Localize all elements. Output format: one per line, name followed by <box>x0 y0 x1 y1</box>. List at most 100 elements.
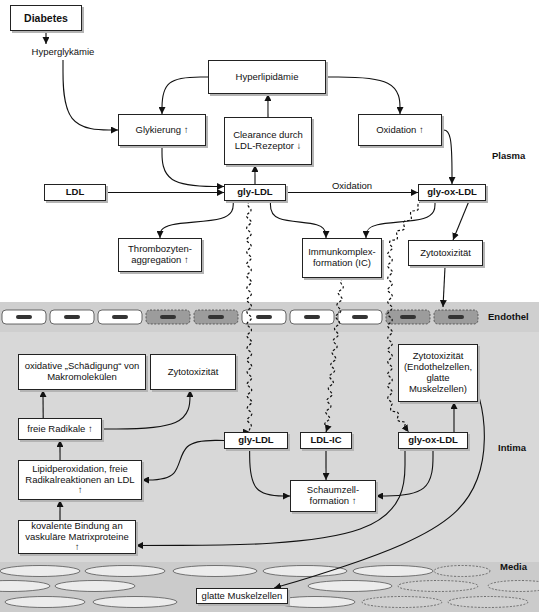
region-label: Plasma <box>492 150 525 161</box>
region-label: Endothel <box>488 311 529 322</box>
process-box: Schaumzell- formation ↑ <box>290 480 376 512</box>
arrow-connector <box>376 449 433 496</box>
endothel-region <box>0 302 539 332</box>
smooth-muscle-cell <box>308 581 392 592</box>
damaged-endothelial-cell <box>146 310 190 324</box>
process-box: Immunkomplex- formation (IC) <box>302 238 382 278</box>
node-text: Glykierung ↑ <box>136 125 189 136</box>
process-box: kovalente Bindung an vaskuläre Matrixpro… <box>18 520 136 554</box>
node-text: Clearance durch LDL-Rezeptor ↓ <box>228 130 308 152</box>
process-box: gly-ox-LDL <box>398 432 468 449</box>
edge-label: Oxidation <box>332 180 372 191</box>
arrow-connector <box>42 390 43 418</box>
cell-nucleus <box>352 315 368 319</box>
process-box: Glykierung ↑ <box>118 114 206 146</box>
smooth-muscle-cell <box>0 581 50 592</box>
node-text: Zytotoxizität (Endothelzellen, glatte Mu… <box>402 351 474 395</box>
arrow-connector <box>45 31 46 44</box>
process-box: Zytotoxizität <box>150 354 236 390</box>
node-text: Lipidperoxidation, freie Radikalreaktion… <box>22 464 138 497</box>
smooth-muscle-cell <box>0 566 80 577</box>
smooth-muscle-cell <box>93 597 177 608</box>
process-box: Oxidation ↑ <box>358 114 442 146</box>
endothelial-cell <box>290 310 334 324</box>
node-text: Hyperglykämie <box>32 47 95 58</box>
arrow-connector <box>59 500 60 520</box>
smooth-muscle-cell <box>353 566 433 577</box>
media-region <box>0 562 539 612</box>
smooth-muscle-cell <box>263 566 347 577</box>
process-box: freie Radikale ↑ <box>18 418 102 440</box>
damaged-endothelial-cell <box>194 310 238 324</box>
arrow-connector <box>453 201 469 240</box>
endothelial-cell <box>50 310 94 324</box>
damaged-smooth-muscle-cell <box>488 581 539 592</box>
transport-arrow <box>325 278 344 432</box>
damaged-smooth-muscle-cell <box>398 581 478 592</box>
process-box: Diabetes <box>10 5 82 31</box>
intima-region <box>0 332 539 562</box>
region-label: Intima <box>498 442 526 453</box>
cell-nucleus <box>64 315 80 319</box>
smooth-muscle-cell <box>55 581 135 592</box>
node-text: Immunkomplex- formation (IC) <box>306 247 378 269</box>
damaged-smooth-muscle-cell <box>448 597 528 608</box>
cell-nucleus <box>304 315 320 319</box>
arrow-connector <box>59 440 60 460</box>
node-text: Oxidation ↑ <box>376 125 424 136</box>
arrow-connector <box>250 449 290 496</box>
arrow-connector <box>274 393 484 588</box>
node-text: LDL-IC <box>310 435 341 446</box>
node-text: Diabetes <box>24 12 68 24</box>
node-text: oxidative „Schädigung“ von Makromoleküle… <box>22 361 142 383</box>
process-box: glatte Muskelzellen <box>196 588 288 604</box>
process-box: LDL <box>44 184 106 201</box>
arrow-connector <box>63 60 118 130</box>
damaged-smooth-muscle-cell <box>434 566 490 577</box>
endothelial-cell <box>2 310 46 324</box>
arrow-connector <box>162 77 208 114</box>
node-text: Thrombozyten- aggregation ↑ <box>122 244 198 266</box>
endothelial-cell <box>98 310 142 324</box>
node-text: LDL <box>66 187 84 198</box>
cell-nucleus <box>160 315 176 319</box>
node-text: Schaumzell- formation ↑ <box>294 485 372 507</box>
text-node: Hyperglykämie <box>18 44 108 60</box>
transport-arrow <box>247 201 252 432</box>
damaged-endothelial-cell <box>434 310 478 324</box>
node-text: glatte Muskelzellen <box>202 591 283 602</box>
damaged-endothelial-cell <box>386 310 430 324</box>
arrow-connector <box>254 165 255 184</box>
process-box: oxidative „Schädigung“ von Makromoleküle… <box>18 354 146 390</box>
arrow-connector <box>326 77 400 114</box>
node-text: gly-LDL <box>237 187 272 198</box>
arrow-connector <box>162 146 224 187</box>
cell-nucleus <box>256 315 272 319</box>
node-text: freie Radikale ↑ <box>27 424 92 435</box>
node-text: Zytotoxizität <box>168 367 219 378</box>
cell-nucleus <box>112 315 128 319</box>
process-box: Zytotoxizität <box>408 240 483 266</box>
arrow-connector <box>102 390 190 429</box>
node-text: gly-ox-LDL <box>427 187 477 198</box>
cell-nucleus <box>400 315 416 319</box>
process-box: gly-LDL <box>224 432 288 449</box>
cell-nucleus <box>208 315 224 319</box>
arrow-connector <box>267 94 268 117</box>
smooth-muscle-cell <box>5 597 85 608</box>
process-box: Hyperlipidämie <box>208 60 326 94</box>
arrow-connector <box>136 449 405 546</box>
process-box: Zytotoxizität (Endothelzellen, glatte Mu… <box>398 344 478 402</box>
region-label: Media <box>500 561 527 572</box>
arrow-connector <box>442 130 452 184</box>
cell-nucleus <box>16 315 32 319</box>
arrow-connector <box>286 192 418 193</box>
process-box: Thrombozyten- aggregation ↑ <box>118 238 202 272</box>
arrow-connector <box>106 192 224 193</box>
arrow-connector <box>160 201 233 238</box>
smooth-muscle-cell <box>85 566 165 577</box>
process-box: gly-ox-LDL <box>418 184 486 201</box>
damaged-smooth-muscle-cell <box>362 597 442 608</box>
process-box: Clearance durch LDL-Rezeptor ↓ <box>224 117 312 165</box>
